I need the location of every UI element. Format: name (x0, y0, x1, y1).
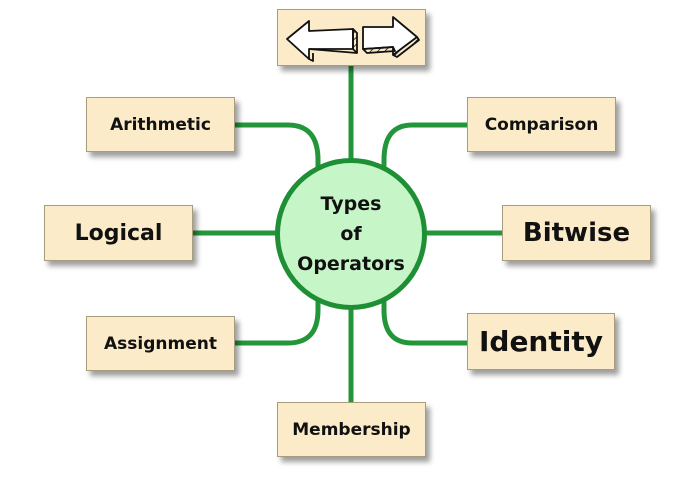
node-arithmetic-label: Arithmetic (110, 114, 211, 135)
hub-title-line1: Types (320, 193, 382, 215)
node-membership-label: Membership (292, 419, 411, 440)
node-identity: Identity (467, 313, 615, 370)
node-membership: Membership (277, 402, 426, 457)
hub-title: Types of Operators (297, 189, 405, 279)
top-arrows-box (277, 9, 426, 66)
hub-circle: Types of Operators (275, 158, 427, 310)
node-comparison: Comparison (467, 97, 616, 152)
node-logical: Logical (44, 205, 193, 261)
connector-comparison (381, 122, 470, 173)
node-assignment: Assignment (86, 316, 235, 371)
node-identity-label: Identity (478, 325, 603, 358)
node-bitwise: Bitwise (502, 205, 651, 261)
node-arithmetic: Arithmetic (86, 97, 235, 152)
node-assignment-label: Assignment (104, 333, 217, 354)
node-comparison-label: Comparison (484, 114, 599, 135)
connector-identity (381, 295, 470, 346)
connector-assignment (232, 295, 321, 346)
node-logical-label: Logical (74, 220, 163, 246)
connector-arithmetic (232, 122, 321, 173)
left-right-arrows-icon (285, 15, 420, 62)
node-bitwise-label: Bitwise (522, 218, 631, 248)
hub-title-line2: of (340, 223, 362, 245)
hub-title-line3: Operators (297, 253, 405, 275)
